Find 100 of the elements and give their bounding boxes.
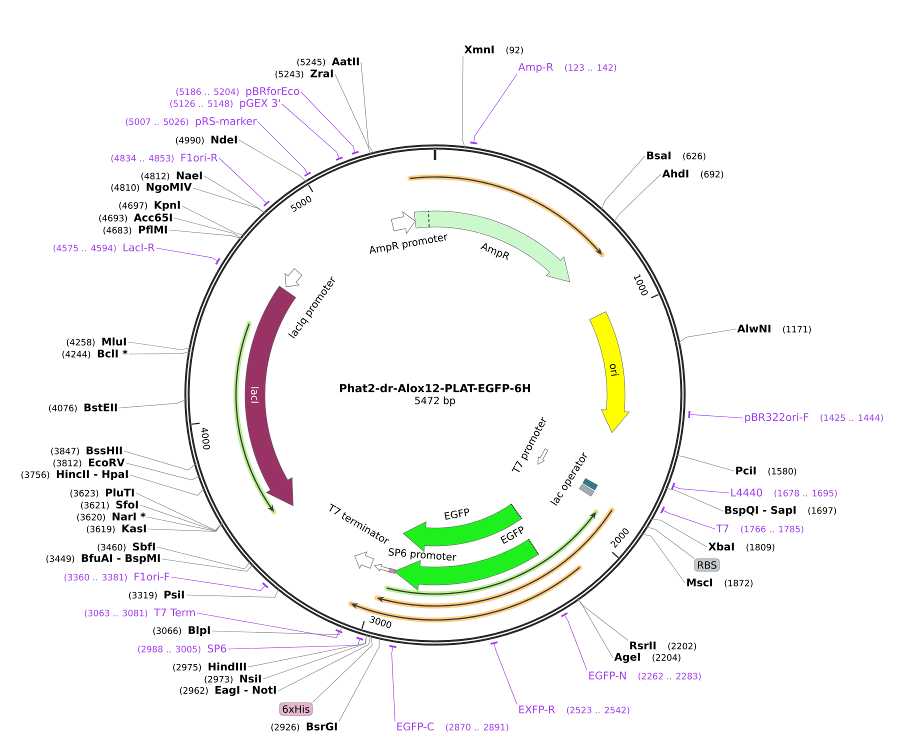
primer-site-mark [304, 172, 312, 177]
leader-line [130, 474, 206, 496]
site-label: MscI (1872) [687, 578, 753, 588]
leader-line [212, 624, 342, 636]
primer-label: (5126 .. 5148) pGEX 3' [170, 99, 280, 109]
primer-label: EXFP-R (2523 .. 2542) [519, 706, 630, 714]
leader-line [674, 486, 730, 494]
site-label: (4683) PflMI [103, 225, 167, 235]
primer-site-mark [356, 636, 364, 641]
feature-tag: 6xHis [279, 702, 313, 716]
leader-line [156, 248, 218, 262]
primer-site-mark [560, 612, 568, 618]
primer-label: Amp-R (123 .. 142) [518, 63, 616, 73]
primer-site-mark [215, 258, 220, 265]
leader-line [675, 454, 734, 472]
leader-line [391, 647, 396, 722]
leader-line [174, 218, 243, 240]
leader-line [645, 526, 695, 559]
site-label: AlwNI (1171) [737, 324, 811, 334]
site-label: (3620) NarI * [77, 512, 146, 522]
leader-line [649, 518, 708, 548]
site-label: XbaI (1809) [708, 542, 774, 552]
leader-line [360, 62, 376, 155]
leader-line [148, 522, 223, 532]
site-label: (4693) Acc65I [99, 214, 172, 222]
leader-line [118, 399, 188, 408]
leader-line [162, 558, 254, 572]
scale-label: 4000 [201, 428, 210, 450]
leader-line [238, 140, 308, 183]
site-label: (3066) BlpI [153, 626, 210, 636]
feature-tag: RBS [694, 558, 720, 572]
site-label: (4076) BstEII [49, 404, 117, 412]
primer-site-mark [470, 142, 478, 144]
leader-line [677, 328, 736, 344]
leader-line [170, 576, 265, 591]
site-label: (3619) KasI [86, 524, 146, 534]
site-label: (5243) ZraI [276, 70, 333, 78]
primer-label: (4834 .. 4853) F1ori-R [111, 153, 218, 163]
leader-line [576, 598, 628, 641]
primer-label: EGFP-N (2262 .. 2283) [589, 672, 701, 680]
leader-line [156, 546, 252, 570]
leader-line [600, 156, 646, 212]
primer-label: (2988 .. 3005) SP6 [138, 644, 226, 654]
site-label: (4258) MluI [66, 337, 126, 347]
leader-line [282, 104, 340, 158]
site-label: (2973) NsiI [204, 674, 261, 684]
leader-line [338, 636, 380, 722]
scale-label: 1000 [634, 274, 648, 296]
site-label: (3812) EcoRV [53, 458, 125, 468]
leader-line [126, 462, 201, 480]
primer-label: (5186 .. 5204) pBRforEco [176, 86, 300, 98]
site-label: (2975) HindIII [173, 662, 246, 672]
leader-line [192, 188, 266, 214]
leader-line [136, 492, 223, 531]
site-label: RsrII (2202) [630, 642, 696, 650]
site-label: (4990) NdeI [176, 135, 237, 145]
site-label: (3756) HincII - HpaI [21, 470, 128, 480]
primer-site-mark [262, 582, 268, 588]
site-label: (5245) AatII [297, 58, 359, 66]
leader-line [128, 342, 192, 350]
primer-label: L4440 (1678 .. 1695) [731, 488, 837, 498]
gene-feature: ori [589, 311, 630, 433]
leader-line [576, 598, 614, 658]
leader-line [128, 352, 192, 354]
site-label: (3319) PsiI [129, 590, 184, 600]
leader-line [218, 158, 266, 204]
primer-label: (5007 .. 5026) pRS-marker [126, 116, 257, 128]
primer-label: (3360 .. 3381) F1ori-F [64, 572, 170, 582]
site-label: (3623) PluTI [70, 488, 134, 498]
leader-line [494, 644, 518, 705]
leader-line [140, 504, 223, 532]
site-label: (4812) NaeI [141, 172, 202, 180]
leader-line [334, 74, 372, 156]
primer-label: (4575 .. 4594) LacI-R [54, 244, 154, 252]
site-label: BsaI (626) [647, 152, 706, 160]
leader-line [300, 92, 356, 152]
leader-line [204, 176, 266, 214]
primer-site-mark [688, 410, 690, 418]
leader-line [564, 615, 588, 671]
primer-site-mark [263, 200, 270, 207]
leader-line [613, 174, 662, 224]
primer-site-mark [335, 629, 343, 634]
leader-line [462, 55, 466, 150]
leader-line [258, 122, 308, 174]
site-label: (4697) KpnI [119, 201, 180, 211]
leader-line [168, 230, 243, 240]
primer-site-mark [389, 645, 396, 648]
leader-line [663, 510, 716, 530]
primer-label: (3063 .. 3081) T7 Term [84, 608, 195, 618]
leader-line [640, 533, 686, 584]
primer-site-mark [671, 482, 676, 490]
site-label: AgeI (2204) [614, 653, 680, 663]
primer-site-mark [660, 506, 665, 514]
leader-line [182, 206, 246, 236]
primer-site-mark [352, 150, 359, 155]
leader-line [664, 488, 724, 512]
leader-line [690, 414, 744, 418]
site-label: (2962) EagI - NotI [180, 686, 276, 696]
leader-line [474, 74, 518, 142]
site-label: AhdI (692) [662, 169, 724, 179]
